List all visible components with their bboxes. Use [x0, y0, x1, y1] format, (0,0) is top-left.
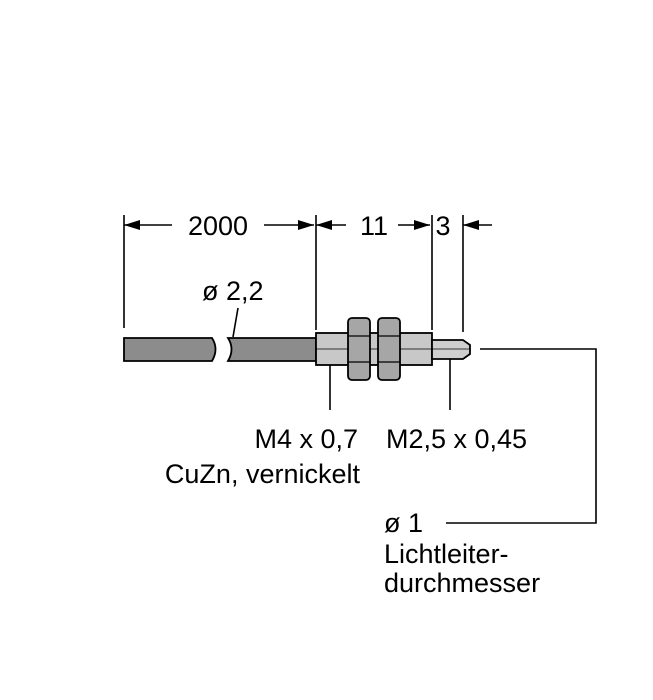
arrow-head: [124, 220, 140, 230]
hex-nut-left: [347, 317, 371, 381]
thread-main-label: M4 x 0,7: [254, 424, 358, 454]
material-label: CuZn, vernickelt: [165, 459, 361, 489]
arrow-head: [316, 220, 332, 230]
cable-segment-left: [123, 337, 217, 362]
dimension-3: [431, 215, 492, 332]
fiber-label-line1: Lichtleiter-: [384, 539, 509, 569]
sensor-tip: [431, 339, 471, 360]
cable-diameter-label: ø 2,2: [202, 276, 264, 306]
arrow-head: [463, 220, 479, 230]
dimension-2000: [123, 215, 314, 328]
leader-line-fiber: [446, 348, 597, 524]
cable-segment-right: [226, 337, 317, 362]
arrow-head: [298, 220, 314, 230]
fiber-diameter-label: ø 1: [384, 508, 423, 538]
dimension-11: [315, 215, 430, 330]
dimension-3-label: 3: [435, 211, 450, 241]
dimension-11-label: 11: [360, 211, 388, 241]
leader-line-cable: [232, 307, 239, 338]
hex-nut-right: [377, 317, 401, 381]
arrow-head: [414, 220, 430, 230]
dimension-2000-label: 2000: [188, 211, 248, 241]
thread-tip-label: M2,5 x 0,45: [386, 424, 527, 454]
fiber-label-line2: durchmesser: [384, 568, 540, 598]
